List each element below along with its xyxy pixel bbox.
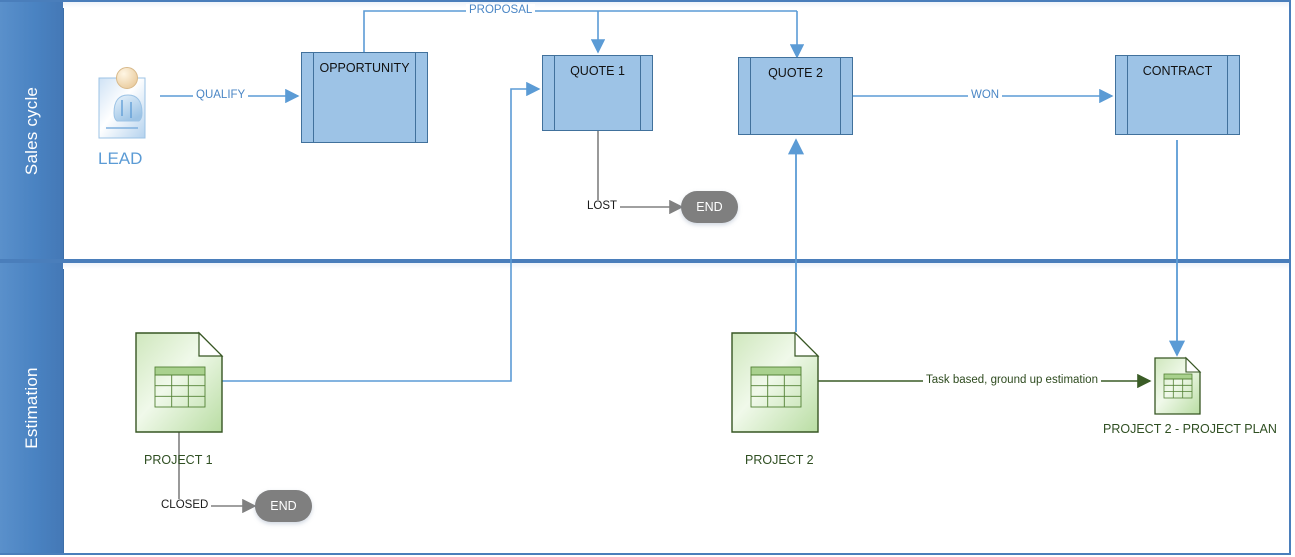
project1-spreadsheet-icon	[135, 331, 224, 433]
node-caption-lead: LEAD	[98, 149, 143, 168]
process-label-opportunity: OPPORTUNITY	[319, 61, 410, 75]
node-caption-project-2-plan: PROJECT 2 - PROJECT PLAN	[1103, 422, 1277, 436]
project2-plan-spreadsheet-icon	[1154, 356, 1202, 415]
terminator-end-lost[interactable]: END	[681, 191, 738, 223]
terminator-label-end: END	[270, 499, 297, 513]
connector-proposal	[363, 10, 805, 59]
process-label-quote-2: QUOTE 2	[768, 66, 823, 80]
project2-spreadsheet-icon	[731, 331, 820, 433]
connector-closed	[178, 432, 257, 514]
terminator-label-end: END	[696, 200, 723, 214]
lane-header-estimation: Estimation	[0, 263, 64, 553]
process-bar-left	[313, 53, 314, 142]
process-bar-left	[1127, 56, 1128, 134]
node-caption-project-2: PROJECT 2	[745, 453, 814, 467]
connector-project1-quote1	[222, 81, 541, 382]
connector-label-qualify: QUALIFY	[193, 89, 249, 102]
connector-label-proposal: PROPOSAL	[466, 4, 536, 17]
process-bar-left	[554, 56, 555, 130]
connector-label-closed: CLOSED	[158, 499, 212, 512]
process-box-quote-2[interactable]: QUOTE 2	[738, 57, 853, 135]
process-bar-right	[840, 58, 841, 134]
connector-label-lost: LOST	[584, 200, 621, 213]
process-bar-right	[1227, 56, 1228, 134]
node-caption-project-1: PROJECT 1	[144, 453, 213, 467]
process-label-contract: CONTRACT	[1142, 64, 1213, 78]
process-bar-right	[415, 53, 416, 142]
process-label-quote-1: QUOTE 1	[570, 64, 625, 78]
process-box-contract[interactable]: CONTRACT	[1115, 55, 1240, 135]
connector-label-won: WON	[968, 89, 1003, 102]
process-bar-right	[640, 56, 641, 130]
process-bar-left	[750, 58, 751, 134]
lane-header-sales-cycle: Sales cycle	[0, 2, 64, 259]
connector-lost	[597, 131, 684, 215]
connector-label-estimation: Task based, ground up estimation	[923, 374, 1101, 387]
terminator-end-closed[interactable]: END	[255, 490, 312, 522]
process-box-quote-1[interactable]: QUOTE 1	[542, 55, 653, 131]
lead-person-document-icon	[98, 67, 146, 139]
process-box-opportunity[interactable]: OPPORTUNITY	[301, 52, 428, 143]
